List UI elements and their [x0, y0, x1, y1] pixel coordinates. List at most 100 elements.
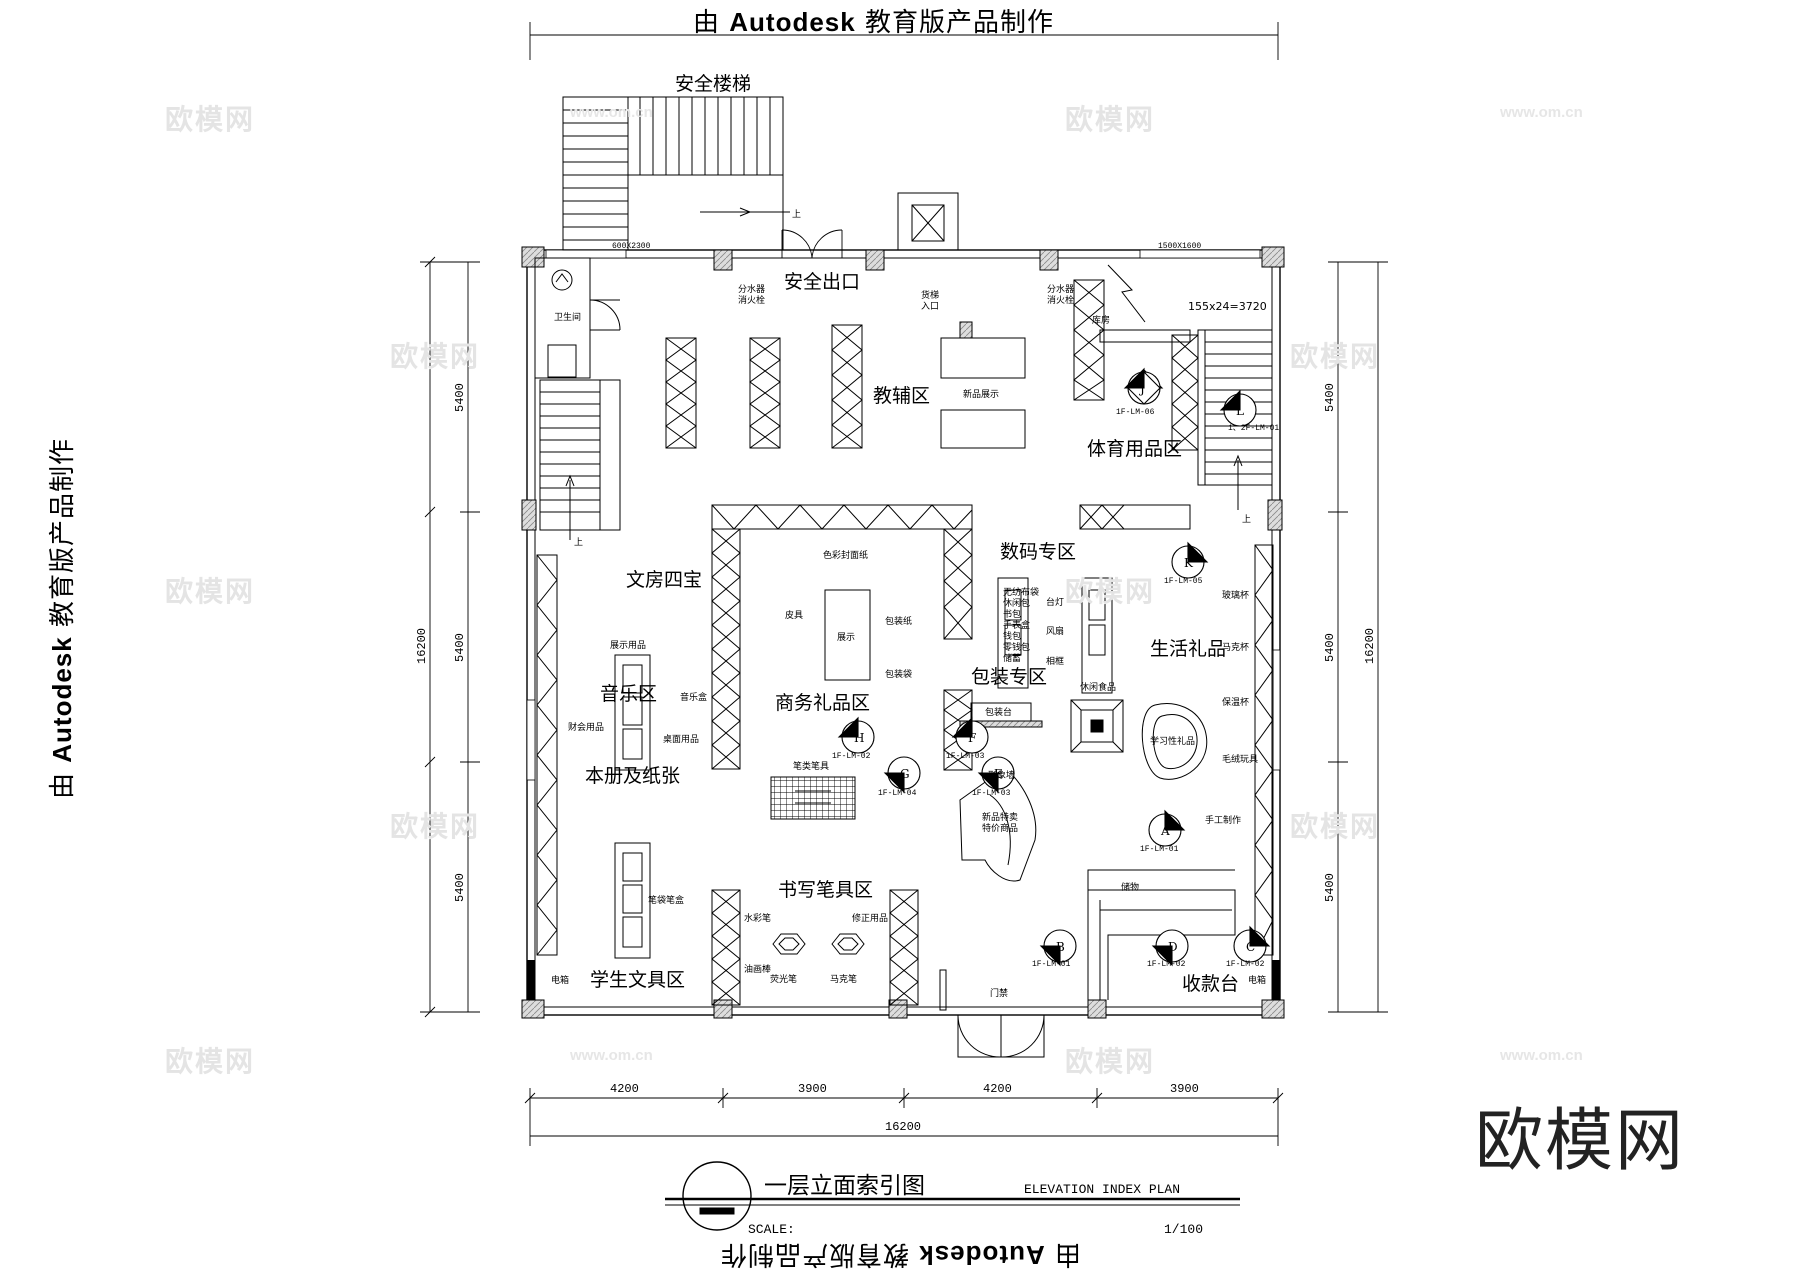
label-sports: 体育用品区 [1087, 438, 1182, 460]
dim-left-2: 5400 [453, 633, 467, 662]
label-storage: 储物 [1121, 881, 1139, 893]
elevation-marker [883, 756, 921, 794]
label-elec-right: 电箱 [1248, 974, 1266, 986]
label-oil-pastel: 油画棒 [744, 963, 771, 975]
label-highlighter: 荧光笔 [770, 973, 797, 985]
watermark-url: www.om.cn [1500, 1047, 1583, 1064]
label-stationery-gift: 学习性礼品 [1150, 735, 1195, 747]
music-display [614, 654, 651, 771]
elevation-marker [977, 756, 1015, 794]
dim-left-1: 5400 [453, 383, 467, 412]
dim-bottom-3: 4200 [983, 1082, 1012, 1096]
teaching-racks [665, 321, 1026, 449]
elevation-markers [837, 367, 1271, 967]
label-correction: 修正用品 [852, 912, 888, 924]
brand-watermark: 欧模网 [1475, 1102, 1686, 1181]
left-stair [539, 379, 621, 540]
dim-bottom-1: 4200 [610, 1082, 639, 1096]
label-fan: 风扇 [1046, 625, 1064, 637]
marker-B-letter: B [1056, 940, 1065, 954]
label-up-2: 上 [574, 537, 583, 548]
marker-F-letter: F [968, 731, 976, 745]
marker-F-ref: 1F-LM-03 [946, 752, 985, 761]
label-pkg-paper: 包装纸 [885, 615, 912, 627]
label-marker: 马克笔 [830, 973, 857, 985]
outer-walls [526, 249, 1281, 1016]
title-cn: 一层立面索引图 [764, 1173, 925, 1199]
watermark-logo: 欧模网 [1065, 103, 1156, 136]
stamp-prefix: 由 [48, 762, 78, 799]
marker-B-ref: 1F-LM-01 [1032, 960, 1071, 969]
stamp-suffix: 教育版产品制作 [855, 8, 1054, 38]
label-restroom: 卫生间 [554, 311, 581, 323]
writing-racks [711, 776, 919, 1006]
marker-H-letter: H [854, 731, 864, 745]
label-snacks: 休闲食品 [1080, 681, 1116, 693]
label-lamp: 台灯 [1046, 596, 1064, 608]
label-promo: 新品特卖特价商品 [982, 811, 1018, 834]
dim-left-total: 16200 [415, 628, 429, 664]
stamp-prefix: 由 [693, 8, 730, 38]
label-packaging: 包装专区 [971, 666, 1047, 688]
watermark-logo: 欧模网 [390, 810, 481, 843]
stamp-brand: Autodesk [729, 7, 856, 37]
marker-L-letter: L [1236, 404, 1244, 418]
marker-C-ref: 1F-LM-02 [1226, 960, 1265, 969]
restroom-block [534, 257, 621, 379]
label-stair-calc: 155x24=3720 [1188, 300, 1267, 313]
watermark-logo: 欧模网 [165, 1045, 256, 1078]
marker-A-ref: 1F-LM-01 [1140, 845, 1179, 854]
watermark-url: www.om.cn [570, 104, 653, 121]
marker-L-ref: 1、2F-LM-01 [1228, 424, 1279, 433]
sports-racks [1073, 279, 1199, 530]
label-pencil-case: 笔袋笔盒 [648, 894, 684, 906]
watermark-logo: 欧模网 [390, 340, 481, 373]
central-u-rack [711, 504, 973, 771]
label-warehouse: 库房 [1092, 314, 1110, 326]
stamp-brand: Autodesk [918, 1240, 1045, 1270]
label-cashier: 收款台 [1182, 973, 1239, 995]
freight-lift [897, 192, 959, 251]
label-stairs: 安全楼梯 [675, 73, 751, 95]
watermark-logo: 欧模网 [1065, 575, 1156, 608]
dim-right-2: 5400 [1323, 633, 1337, 662]
label-leather: 皮具 [785, 609, 803, 621]
stamp-prefix: 由 [1044, 1239, 1081, 1269]
label-music: 音乐区 [600, 683, 657, 705]
marker-D-ref: 1F-LM-02 [1147, 960, 1186, 969]
marker-D-letter: D [1168, 940, 1178, 954]
watermark-url: www.om.cn [1500, 104, 1583, 121]
label-finance: 财会用品 [568, 721, 604, 733]
label-handicraft: 手工制作 [1205, 814, 1241, 826]
label-business-gift: 商务礼品区 [775, 692, 870, 714]
dim-left-3: 5400 [453, 873, 467, 902]
marker-H-ref: 1F-LM-02 [832, 752, 871, 761]
right-wall-rack [1254, 544, 1274, 956]
label-mug: 马克杯 [1222, 641, 1249, 653]
label-frame: 相框 [1046, 655, 1064, 667]
stamp-suffix: 教育版产品制作 [720, 1239, 919, 1269]
label-plush: 毛绒玩具 [1222, 753, 1258, 765]
elevation-marker [1233, 925, 1271, 963]
room-labels: 安全楼梯 安全出口 教辅区 体育用品区 文房四宝 数码专区 生活礼品 音乐区 商… [585, 73, 1239, 995]
label-elec-left: 电箱 [551, 974, 569, 986]
marker-labels: J 1F-LM-06 L 1、2F-LM-01 K 1F-LM-05 H 1F-… [832, 382, 1279, 969]
edu-stamp-left: 由 Autodesk 教育版产品制作 [42, 438, 79, 799]
label-writing: 书写笔具区 [778, 879, 873, 901]
elevation-marker [1151, 929, 1189, 967]
marker-J-ref: 1F-LM-06 [1116, 408, 1155, 417]
watermark-url: www.om.cn [570, 1047, 653, 1064]
dim-top-left: 600X2300 [612, 242, 651, 251]
dimension-labels: 600X2300 1500X1600 5400 5400 5400 16200 … [415, 242, 1377, 1134]
stamp-brand: Autodesk [47, 636, 77, 763]
exit-door-swing [781, 229, 843, 259]
label-pkg-bag: 包装袋 [885, 668, 912, 680]
digital-racks [959, 577, 1124, 753]
dim-bottom-4: 3900 [1170, 1082, 1199, 1096]
label-goods-in: 货梯入口 [921, 289, 939, 312]
label-notebook: 本册及纸张 [585, 765, 680, 787]
dim-bottom-total: 16200 [885, 1120, 921, 1134]
watermark-logo: 欧模网 [165, 575, 256, 608]
dimension-lines [420, 22, 1388, 1146]
